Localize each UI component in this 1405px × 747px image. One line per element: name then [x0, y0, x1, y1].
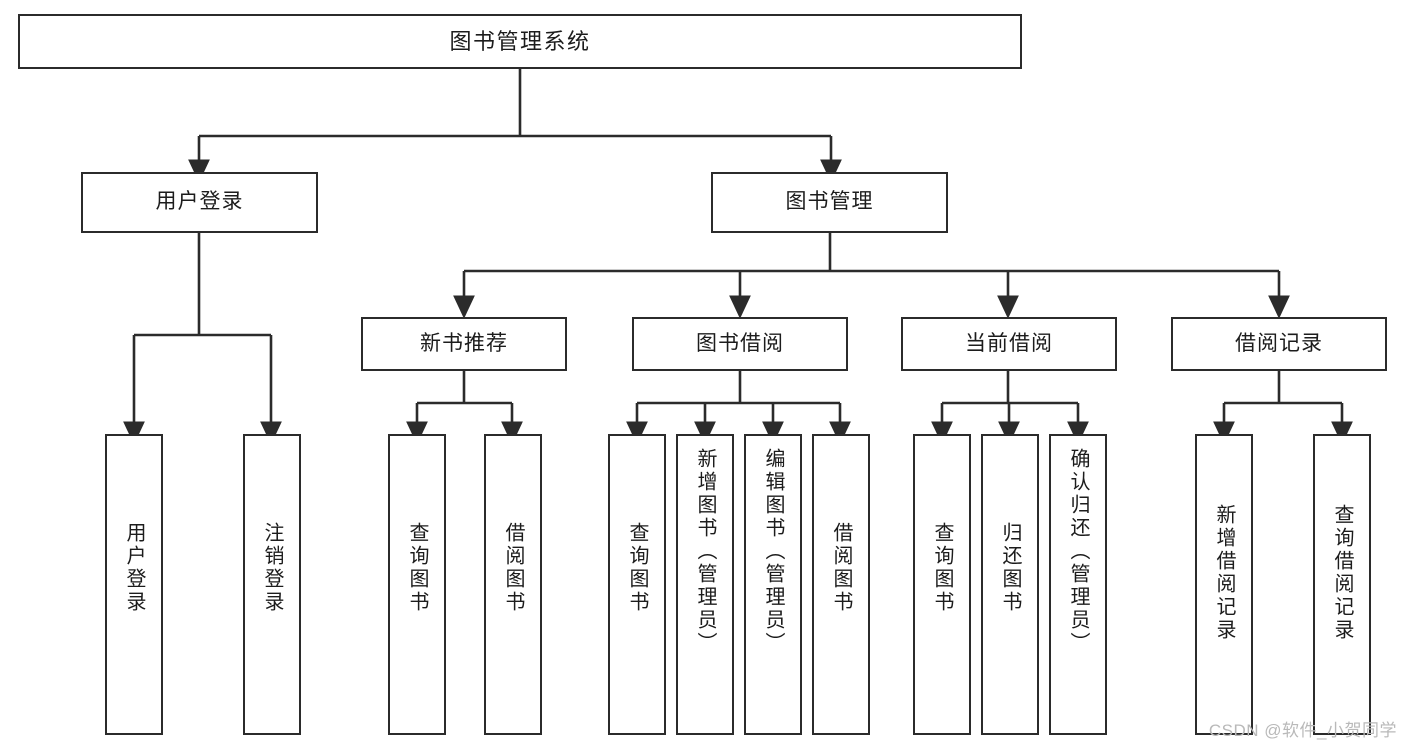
node-label: 用户登录: [155, 190, 244, 214]
node-label: 查询图书: [931, 522, 953, 614]
node-label: 新增图书（管理员）: [694, 448, 716, 655]
node-label: 当前借阅: [965, 331, 1053, 355]
node-new-book-recommend[interactable]: 新书推荐: [361, 317, 567, 371]
node-label: 借阅记录: [1235, 331, 1323, 355]
node-label: 图书管理系统: [449, 28, 591, 54]
node-label: 注销登录: [261, 522, 283, 614]
node-label: 确认归还（管理员）: [1067, 448, 1089, 655]
node-label: 查询图书: [626, 522, 648, 614]
node-current-borrow[interactable]: 当前借阅: [901, 317, 1117, 371]
node-book-borrow[interactable]: 图书借阅: [632, 317, 848, 371]
node-borrow-record[interactable]: 借阅记录: [1171, 317, 1387, 371]
node-label: 借阅图书: [502, 522, 524, 614]
node-leaf-add-book-admin[interactable]: 新增图书（管理员）: [676, 434, 734, 735]
node-label: 图书管理: [785, 190, 874, 214]
node-root-system[interactable]: 图书管理系统: [18, 14, 1022, 69]
node-label: 归还图书: [999, 522, 1021, 614]
node-label: 查询图书: [406, 522, 428, 614]
node-leaf-query-book-1[interactable]: 查询图书: [388, 434, 446, 735]
node-leaf-return-book[interactable]: 归还图书: [981, 434, 1039, 735]
node-leaf-borrow-book-2[interactable]: 借阅图书: [812, 434, 870, 735]
node-label: 新增借阅记录: [1213, 504, 1235, 642]
node-label: 借阅图书: [830, 522, 852, 614]
node-label: 用户登录: [123, 522, 145, 614]
node-leaf-query-book-2[interactable]: 查询图书: [608, 434, 666, 735]
csdn-watermark: CSDN @软件_小贺同学: [1208, 721, 1397, 740]
node-leaf-add-borrow-record[interactable]: 新增借阅记录: [1195, 434, 1253, 735]
node-leaf-confirm-return-admin[interactable]: 确认归还（管理员）: [1049, 434, 1107, 735]
node-leaf-query-borrow-record[interactable]: 查询借阅记录: [1313, 434, 1371, 735]
node-leaf-edit-book-admin[interactable]: 编辑图书（管理员）: [744, 434, 802, 735]
node-label: 图书借阅: [696, 331, 784, 355]
node-label: 新书推荐: [420, 331, 508, 355]
node-leaf-user-login[interactable]: 用户登录: [105, 434, 163, 735]
node-label: 查询借阅记录: [1331, 504, 1353, 642]
node-label: 编辑图书（管理员）: [762, 448, 784, 655]
node-user-login[interactable]: 用户登录: [81, 172, 318, 233]
node-leaf-logout-login[interactable]: 注销登录: [243, 434, 301, 735]
node-book-manage[interactable]: 图书管理: [711, 172, 948, 233]
node-leaf-query-book-3[interactable]: 查询图书: [913, 434, 971, 735]
node-leaf-borrow-book-1[interactable]: 借阅图书: [484, 434, 542, 735]
